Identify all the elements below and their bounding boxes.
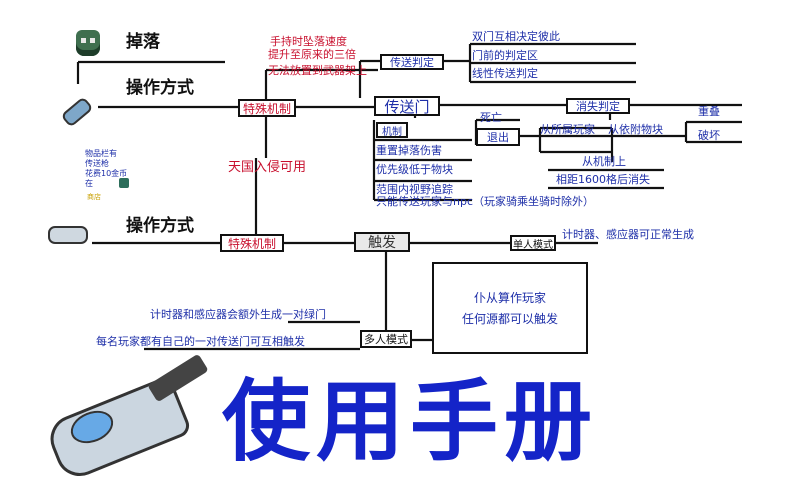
- from-mech-label: 从机制上: [582, 155, 626, 168]
- portal-text: 传送门: [384, 97, 430, 116]
- single-mode-text: 单人模式: [513, 239, 553, 251]
- teleport-judge-box: 传送判定: [380, 54, 444, 70]
- portal-gun-icon-2: [48, 222, 92, 244]
- inventory-line-1: 物品栏有: [85, 149, 117, 158]
- trigger-text: 触发: [368, 235, 396, 251]
- manual-title: 使用手册: [222, 370, 599, 473]
- red-note-3: 无法放置到武器架上: [268, 64, 367, 77]
- special-mechanism-box-1: 特殊机制: [238, 99, 296, 117]
- inventory-small: 商店: [87, 193, 101, 201]
- special-mechanism-box-2: 特殊机制: [220, 234, 284, 252]
- multi-note-2: 每名玩家都有自己的一对传送门可互相触发: [96, 335, 305, 348]
- death-label: 死亡: [480, 111, 502, 124]
- teleport-item-3: 线性传送判定: [472, 67, 538, 80]
- destroy-label: 破坏: [698, 129, 720, 142]
- inventory-line-4: 在: [85, 179, 93, 188]
- operation-label-1: 操作方式: [126, 78, 194, 98]
- from-block-label: 从依附物块: [608, 123, 663, 136]
- mechanism-item-2: 优先级低于物块: [376, 163, 453, 176]
- teleport-item-1: 双门互相决定彼此: [472, 30, 560, 43]
- multi-mode-box: 多人模式: [360, 330, 412, 348]
- exit-text: 退出: [487, 131, 509, 144]
- any-source-line-1: 仆从算作玩家: [473, 291, 546, 305]
- special-mechanism-2-text: 特殊机制: [227, 236, 276, 251]
- teleport-item-2: 门前的判定区: [472, 49, 538, 62]
- coin-icon: [119, 178, 129, 188]
- operation-label-2: 操作方式: [126, 216, 194, 236]
- any-source-box: 仆从算作玩家 任何源都可以触发: [432, 262, 588, 354]
- invasion-label: 天国入侵可用: [228, 160, 307, 175]
- vanish-box: 消失判定: [566, 98, 630, 114]
- mechanism-item-1: 重置掉落伤害: [376, 144, 442, 157]
- drop-label: 掉落: [126, 32, 160, 52]
- skull-icon: [76, 30, 100, 56]
- mechanism-item-4: 只能传送玩家与npc（玩家骑乘坐骑时除外）: [376, 195, 595, 208]
- portal-gun-illustration: [30, 353, 220, 484]
- portal-gun-icon-1: [60, 92, 94, 128]
- from-player-label: 从所属玩家: [540, 123, 595, 136]
- single-note: 计时器、感应器可正常生成: [562, 228, 694, 241]
- inventory-line-3: 花费10金币: [85, 169, 128, 178]
- portal-box: 传送门: [374, 96, 440, 116]
- mechanism-text: 机制: [382, 126, 402, 138]
- multi-mode-text: 多人模式: [364, 333, 408, 346]
- exit-box: 退出: [476, 128, 520, 146]
- overlap-label: 重叠: [698, 105, 720, 118]
- any-source-line-2: 任何源都可以触发: [461, 312, 558, 326]
- mechanism-box: 机制: [376, 122, 408, 138]
- teleport-judge-text: 传送判定: [390, 56, 434, 69]
- inventory-line-2: 传送枪: [85, 159, 109, 168]
- multi-note-1: 计时器和感应器会额外生成一对绿门: [150, 308, 326, 321]
- special-mechanism-1-text: 特殊机制: [242, 101, 291, 116]
- trigger-box: 触发: [354, 232, 410, 252]
- vanish-text: 消失判定: [576, 100, 620, 113]
- red-note-1: 手持时坠落速度: [270, 35, 347, 48]
- mechanism-item-3: 范围内视野追踪: [376, 183, 453, 196]
- distance-label: 相距1600格后消失: [556, 173, 650, 186]
- red-note-2: 提升至原来的三倍: [268, 48, 356, 61]
- single-mode-box: 单人模式: [510, 235, 556, 251]
